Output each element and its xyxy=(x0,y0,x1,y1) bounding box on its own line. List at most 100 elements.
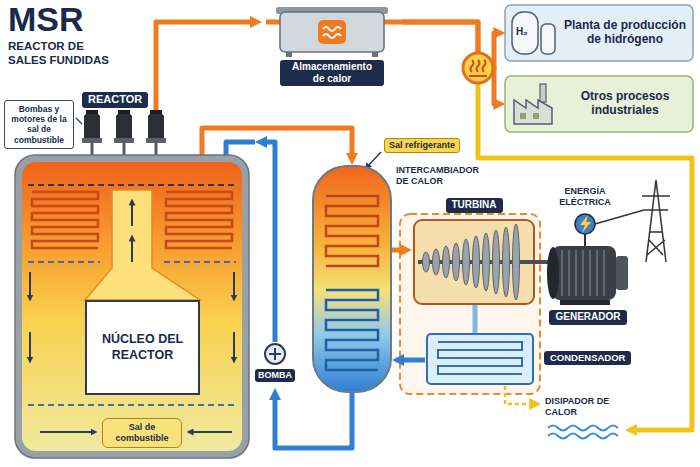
industrial-process-label: Otros procesos industriales xyxy=(563,90,687,118)
pipe-connector xyxy=(262,142,275,342)
pump-symbol xyxy=(265,344,285,364)
generator-drawing xyxy=(562,250,604,296)
reactor-vessel-drawing xyxy=(131,202,133,226)
hydrogen-plant-box: Planta de producción de hidrógeno xyxy=(505,5,693,61)
heat-storage-tank xyxy=(318,20,346,44)
heat-exchanger-drawing xyxy=(326,196,378,266)
reactor-heading: REACTOR xyxy=(82,92,148,108)
power-cycle-enclosure xyxy=(400,214,540,394)
callout-box: Bombas y motores de la sal de combustibl… xyxy=(4,100,74,149)
coolant-salt-label: Sal refrigerante xyxy=(389,140,455,151)
pipe-connector xyxy=(399,358,425,363)
reactor-vessel-drawing xyxy=(131,238,133,262)
pump-symbol xyxy=(265,344,285,364)
reactor-vessel-drawing xyxy=(29,272,31,298)
coolant-tag-leader xyxy=(367,152,381,167)
fuel-salt-pumps xyxy=(114,138,134,143)
pump: BOMBA xyxy=(253,342,297,388)
turbine-drawing xyxy=(414,220,534,304)
reactor-vessel-drawing xyxy=(22,162,242,451)
fuel-salt-label: Sal de combustible xyxy=(107,422,177,444)
reactor-vessel-drawing xyxy=(166,192,232,248)
label-holder: H₂ xyxy=(516,26,528,37)
condenser-drawing xyxy=(427,334,533,384)
pipe-connector xyxy=(402,22,498,104)
turbine-drawing xyxy=(453,243,460,281)
pump-heading: BOMBA xyxy=(255,369,295,382)
electric-output-symbol xyxy=(575,210,644,234)
pipe-connector xyxy=(156,22,255,92)
coolant-tag-leader xyxy=(367,152,381,167)
turbine-heading: TURBINA xyxy=(446,198,503,213)
heat-sink-water xyxy=(548,426,618,431)
fuel-salt-pumps xyxy=(82,110,166,156)
heat-storage-tank xyxy=(286,52,292,57)
power-cycle-enclosure xyxy=(400,214,540,394)
heat-splitter-icon xyxy=(463,53,493,83)
label-holder: DISIPADOR DE CALOR xyxy=(545,396,611,418)
turbine-drawing xyxy=(443,246,450,278)
industrial-process-box: Otros procesos industriales xyxy=(505,76,693,132)
heat-sink-water xyxy=(548,426,618,439)
reactor-vessel-drawing xyxy=(233,272,235,298)
turbine-drawing xyxy=(483,233,490,291)
generator-drawing xyxy=(552,246,616,300)
reactor-pipe-stubs xyxy=(226,142,255,155)
hydrogen-plant-label: Planta de producción de hidrógeno xyxy=(563,19,687,47)
reactor-pipe-stubs xyxy=(154,92,159,112)
turbine-drawing xyxy=(423,252,430,272)
generator-drawing xyxy=(547,247,559,299)
turbine-drawing xyxy=(473,236,480,288)
reactor-vessel-drawing xyxy=(164,261,236,263)
fuel-salt-pumps xyxy=(82,138,102,143)
heat-sink-water xyxy=(548,434,618,439)
heat-splitter-icon xyxy=(469,75,487,77)
fuel-salt-pumps xyxy=(91,143,94,156)
fuel-salt-pumps xyxy=(84,114,100,140)
heat-exchanger-drawing xyxy=(313,166,391,392)
fuel-salt-pumps xyxy=(123,143,126,156)
storage-label: Almacenamiento de calor xyxy=(280,60,384,86)
turbine-drawing xyxy=(433,249,440,275)
heat-exchanger-heading: INTERCAMBIADOR DE CALOR xyxy=(396,165,492,187)
heat-splitter-icon xyxy=(471,60,486,72)
heat-storage-tank xyxy=(384,20,402,25)
generator-drawing xyxy=(584,234,586,246)
condenser-drawing xyxy=(505,386,534,404)
diagram-title: MSR xyxy=(8,2,84,36)
electric-output-symbol xyxy=(595,210,644,224)
power-output-label: ENERGÍA ELÉCTRICA xyxy=(548,186,622,208)
condenser: CONDENSADOR xyxy=(425,332,535,386)
label-holder: REACTOR DE SALES FUNDIDAS xyxy=(8,40,120,68)
heat-splitter-icon xyxy=(463,53,493,83)
heat-sink-label: DISIPADOR DE CALOR xyxy=(545,396,611,418)
reactor-core-box: NÚCLEO DEL REACTOR xyxy=(85,300,200,395)
turbine-drawing xyxy=(473,305,478,333)
heat-storage-tank xyxy=(323,27,341,38)
callout-leader xyxy=(76,118,82,124)
pipe-connector xyxy=(275,393,352,448)
fuel-salt-pumps xyxy=(146,138,166,143)
electric-output-symbol xyxy=(575,214,595,234)
reactor-vessel-drawing xyxy=(15,155,249,458)
callout-text: Bombas y motores de la sal de combustibl… xyxy=(7,104,71,145)
reactor-vessel-drawing xyxy=(40,431,94,433)
industrial-process-panel xyxy=(505,76,693,132)
reactor-vessel-drawing xyxy=(28,404,236,406)
hydrogen-plant-panel xyxy=(541,24,555,54)
generator-drawing xyxy=(616,256,628,290)
chemical-formula: H₂ xyxy=(516,26,528,37)
turbine-drawing xyxy=(503,227,510,297)
generator-heading: GENERADOR xyxy=(549,310,626,325)
pump-symbol xyxy=(269,348,281,360)
industrial-process-panel xyxy=(514,100,552,124)
generator: GENERADOR xyxy=(536,238,640,328)
fuel-salt-pumps xyxy=(155,143,158,156)
turbine-drawing xyxy=(414,220,552,333)
fuel-salt-pumps xyxy=(148,114,164,140)
reactor-vessel-drawing xyxy=(28,261,100,263)
fuel-salt-pumps xyxy=(116,114,132,140)
hydrogen-plant-panel xyxy=(505,5,693,61)
industrial-process-panel xyxy=(520,113,526,119)
